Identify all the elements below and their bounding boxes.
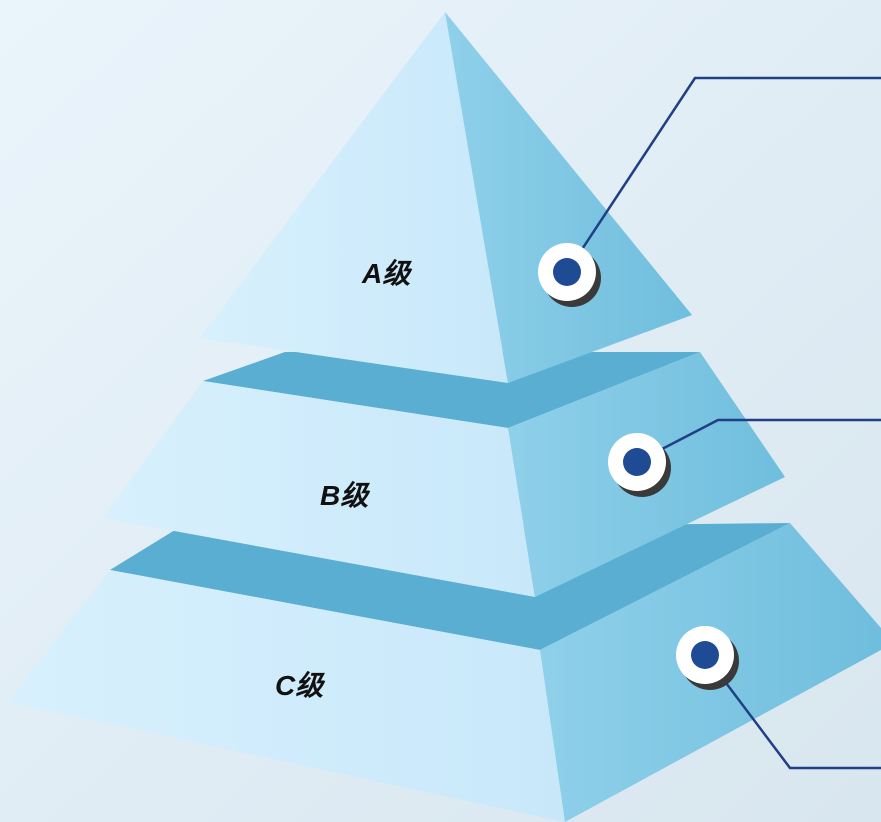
marker-c	[676, 626, 739, 690]
connector-line-b	[636, 418, 881, 464]
tier-b-left-face	[103, 381, 535, 597]
tier-a-label: A级	[361, 258, 412, 289]
tier-b-label: B级	[320, 480, 370, 511]
connector-line-c	[704, 654, 881, 770]
marker-b	[608, 433, 671, 497]
tier-b-top-face	[203, 352, 700, 428]
tier-c-label: C级	[275, 670, 325, 701]
marker-a	[538, 243, 601, 307]
connector-line-a	[565, 76, 881, 273]
tier-c-left-face	[8, 570, 565, 822]
tier-a: A级	[200, 12, 692, 383]
tier-a-right-face	[445, 12, 692, 383]
tier-a-left-face	[200, 12, 508, 383]
